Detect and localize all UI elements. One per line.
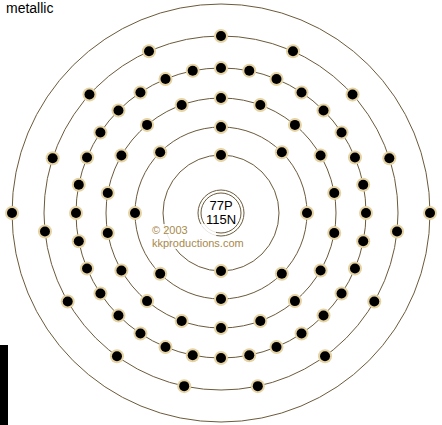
electron-shell — [76, 68, 366, 358]
electron — [327, 226, 341, 240]
electron — [348, 261, 362, 275]
electron — [288, 294, 302, 308]
electron — [61, 295, 75, 309]
electron — [133, 85, 147, 99]
electron — [214, 61, 228, 75]
electron — [186, 64, 200, 78]
electron — [133, 327, 147, 341]
electron — [140, 118, 154, 132]
electron — [346, 88, 360, 102]
electron — [214, 351, 228, 365]
electron — [214, 321, 228, 335]
electron — [327, 186, 341, 200]
electron — [111, 103, 125, 117]
electron — [269, 340, 283, 354]
electron — [367, 295, 381, 309]
electron — [5, 206, 19, 220]
electron — [153, 267, 167, 281]
electron — [114, 149, 128, 163]
electron — [295, 85, 309, 99]
electron — [356, 178, 370, 192]
electron — [214, 148, 228, 162]
electron — [128, 206, 142, 220]
electron — [80, 261, 94, 275]
electron — [214, 264, 228, 278]
electron — [335, 125, 349, 139]
electron — [46, 151, 60, 165]
electron — [110, 349, 124, 363]
electron — [295, 327, 309, 341]
nucleus-count: 77P — [206, 199, 236, 213]
electron — [38, 225, 52, 239]
electron — [275, 145, 289, 159]
electron — [111, 309, 125, 323]
electron — [423, 206, 437, 220]
electron — [101, 226, 115, 240]
electron — [288, 118, 302, 132]
electron — [314, 149, 328, 163]
electron — [390, 225, 404, 239]
electron — [242, 64, 256, 78]
electron — [72, 234, 86, 248]
electron — [140, 294, 154, 308]
electron — [317, 309, 331, 323]
electron — [72, 178, 86, 192]
electron — [275, 267, 289, 281]
electron — [269, 72, 283, 86]
electron — [251, 379, 265, 393]
electron — [286, 44, 300, 58]
electron — [356, 234, 370, 248]
electron — [93, 125, 107, 139]
electron-shell — [163, 155, 279, 271]
electron — [314, 264, 328, 278]
element-class: metallic — [4, 0, 55, 16]
electron — [300, 206, 314, 220]
electron — [214, 120, 228, 134]
electron-shell — [44, 36, 398, 390]
electron — [348, 151, 362, 165]
electron — [175, 98, 189, 112]
electron — [214, 29, 228, 43]
electron — [159, 72, 173, 86]
electron-shell — [135, 127, 307, 299]
watermark: © 2003 kkproductions.com — [150, 224, 216, 249]
electron — [318, 349, 332, 363]
electron — [382, 151, 396, 165]
electron-shell — [106, 98, 336, 328]
electron — [80, 151, 94, 165]
electron — [177, 379, 191, 393]
electron — [153, 145, 167, 159]
electron — [69, 206, 83, 220]
electron — [253, 98, 267, 112]
electron — [186, 348, 200, 362]
electron — [93, 287, 107, 301]
electron-shell — [12, 4, 430, 422]
electron — [142, 44, 156, 58]
electron — [175, 314, 189, 328]
edge-bar — [0, 345, 8, 425]
electron — [159, 340, 173, 354]
electron — [101, 186, 115, 200]
electron — [253, 314, 267, 328]
electron — [359, 206, 373, 220]
electron — [242, 348, 256, 362]
electron — [214, 292, 228, 306]
electron — [214, 91, 228, 105]
electron — [317, 103, 331, 117]
electron — [114, 264, 128, 278]
electron — [335, 287, 349, 301]
electron — [82, 88, 96, 102]
